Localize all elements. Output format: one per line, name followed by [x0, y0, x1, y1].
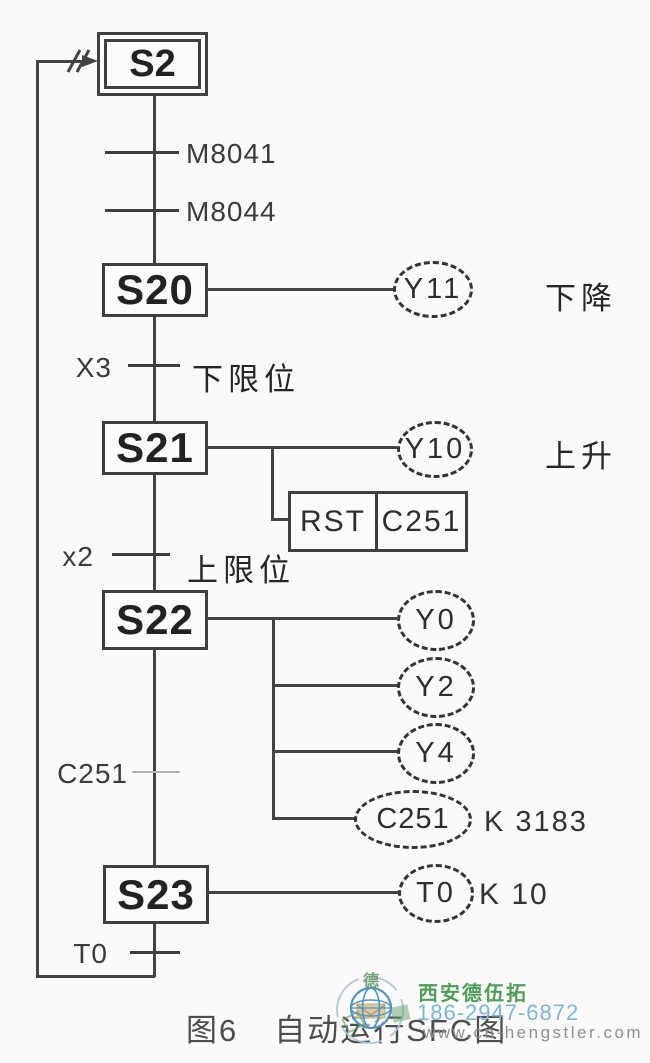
- coil-y10-label: Y10: [404, 433, 466, 465]
- coil-c251: C251: [354, 790, 472, 849]
- connector-s20-y11: [205, 288, 395, 291]
- transition-label-m8041: M8041: [186, 138, 277, 169]
- rst-function-box: RST C251: [288, 491, 468, 552]
- step-s2-label: S2: [104, 39, 201, 89]
- connector-s22-c251: [272, 817, 356, 820]
- step-s21: S21: [102, 421, 208, 475]
- transition-label-t0: T0: [73, 938, 108, 969]
- connector-s22-y0: [205, 617, 397, 620]
- coil-t0-label: T0: [416, 877, 456, 909]
- coil-y0-label: Y0: [415, 604, 457, 636]
- preset-t0: K 10: [479, 878, 549, 911]
- step-s23: S23: [103, 865, 209, 924]
- watermark-website: www.cn-hengstler.com: [423, 1023, 644, 1042]
- transition-tick-x2: [112, 553, 170, 556]
- branch-rst-drop: [271, 446, 274, 521]
- transition-tick-x3: [128, 364, 180, 367]
- coil-y11: Y11: [393, 261, 473, 318]
- coil-c251-label: C251: [376, 803, 450, 835]
- watermark-company: 西安德伍拓: [418, 983, 528, 1005]
- transition-comment-x3: 下限位: [192, 362, 300, 397]
- rst-operand: C251: [381, 504, 462, 538]
- transition-label-x2: x2: [62, 541, 94, 572]
- step-s22: S22: [102, 590, 208, 650]
- watermark-phone: 186-2947-6872: [417, 1000, 580, 1025]
- branch-s22-rail: [272, 617, 275, 820]
- coil-t0: T0: [398, 864, 474, 923]
- coil-y2-label: Y2: [415, 671, 457, 703]
- feedback-top-line: [36, 60, 86, 63]
- transition-tick-m8041: [105, 151, 179, 154]
- transition-tick-c251: [132, 771, 180, 773]
- transition-comment-x2: 上限位: [187, 553, 295, 588]
- connector-s22-y4: [272, 750, 398, 753]
- rail-s2-s20: [153, 88, 156, 264]
- step-s21-label: S21: [116, 424, 194, 471]
- connector-s22-y2: [272, 684, 398, 687]
- transition-tick-t0: [130, 951, 180, 954]
- transition-tick-m8044: [105, 209, 179, 212]
- branch-rst-stub: [271, 518, 289, 521]
- coil-y0: Y0: [397, 590, 475, 651]
- preset-c251: K 3183: [484, 806, 588, 838]
- comment-y11: 下降: [545, 281, 617, 316]
- watermark-logo-char: 德: [363, 973, 380, 990]
- step-s20-label: S20: [116, 266, 194, 313]
- figure-caption: 图6 自动运行SFC图: [186, 1005, 507, 1050]
- coil-y2: Y2: [397, 657, 475, 718]
- connector-s21-y10: [205, 446, 397, 449]
- transition-label-m8044: M8044: [186, 196, 277, 227]
- watermark-globe-icon: [336, 976, 404, 1044]
- rail-s23-bottom: [153, 924, 156, 977]
- step-s2: S2: [97, 32, 208, 96]
- transition-label-c251: C251: [57, 758, 128, 789]
- comment-y10: 上升: [545, 439, 617, 474]
- step-s23-label: S23: [117, 870, 195, 918]
- coil-y10: Y10: [397, 421, 473, 478]
- figure-title: 自动运行SFC图: [274, 1013, 508, 1048]
- connector-s23-t0: [206, 891, 398, 894]
- loop-arrow-icon: [66, 49, 98, 73]
- coil-y4: Y4: [397, 723, 475, 784]
- rst-mnemonic: RST: [291, 494, 378, 549]
- rail-s20-s21: [153, 316, 156, 422]
- feedback-bottom-line: [36, 975, 155, 978]
- figure-number: 图6: [186, 1013, 239, 1048]
- transition-label-x3: X3: [75, 352, 112, 383]
- rail-s21-s22: [153, 474, 156, 592]
- rail-s22-s23: [153, 649, 156, 865]
- feedback-left-line: [36, 60, 39, 977]
- step-s20: S20: [102, 263, 208, 317]
- coil-y11-label: Y11: [403, 273, 463, 305]
- step-s22-label: S22: [116, 596, 194, 643]
- coil-y4-label: Y4: [415, 737, 457, 769]
